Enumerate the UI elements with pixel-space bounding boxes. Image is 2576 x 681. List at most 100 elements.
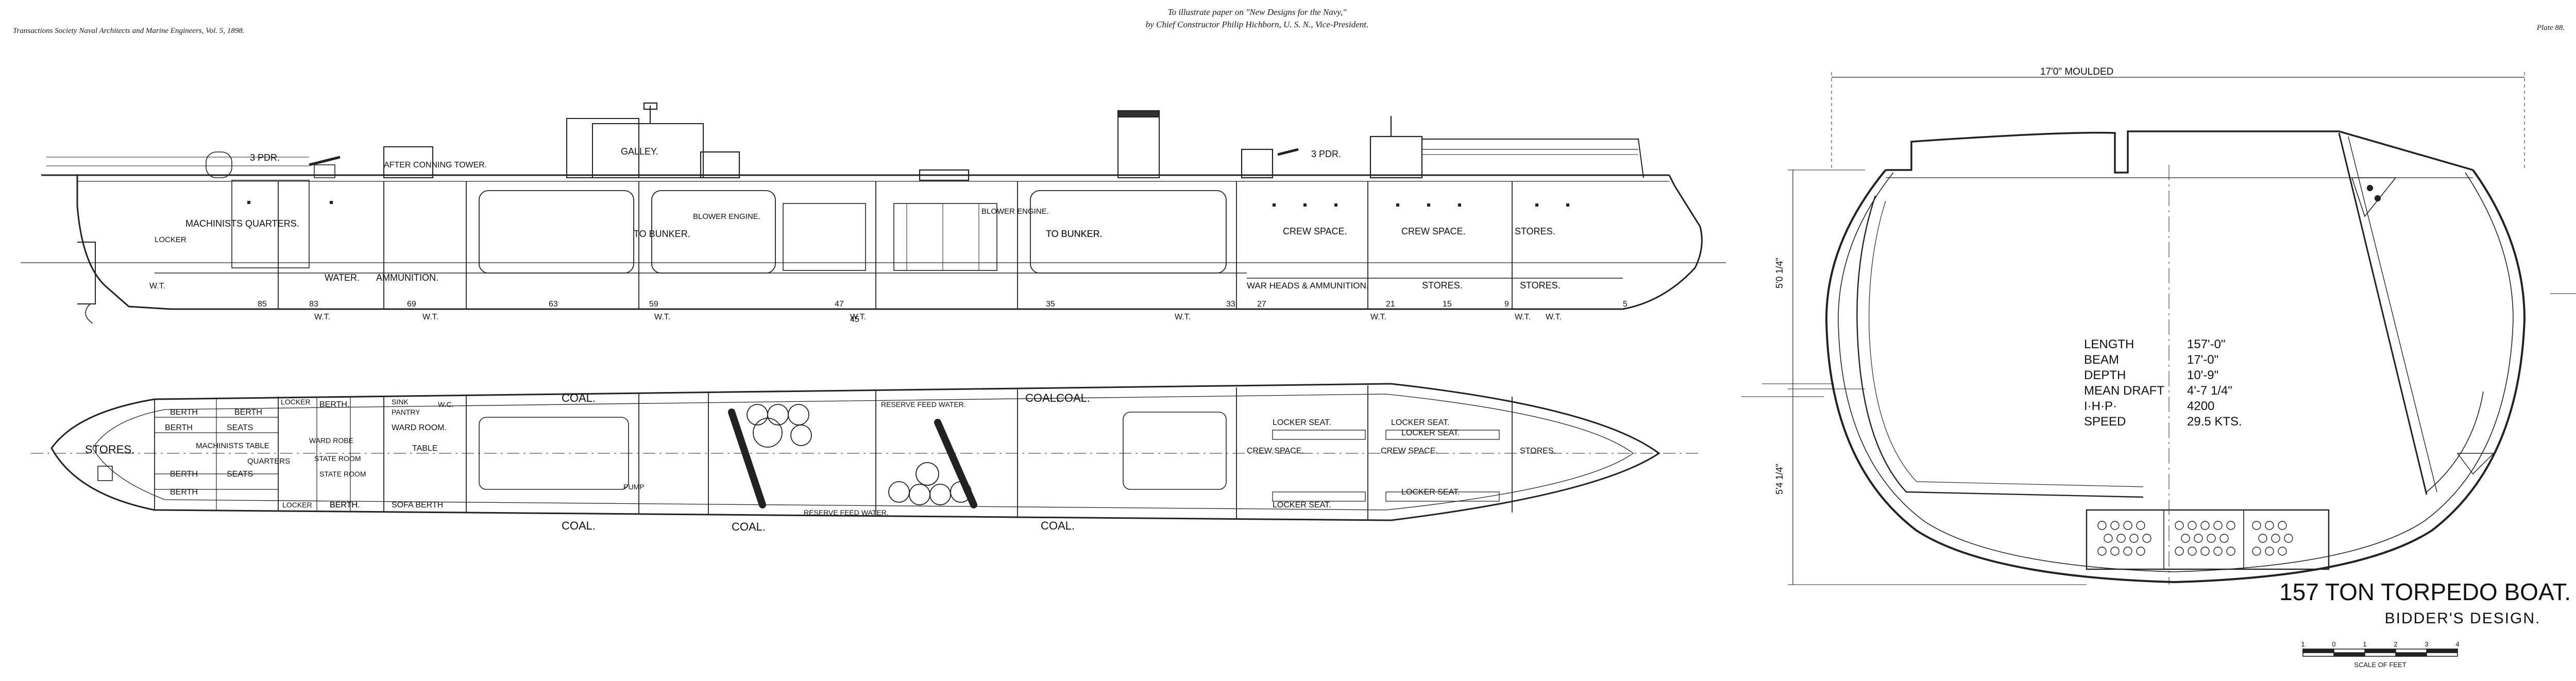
aft-3pdr-gun [309, 156, 341, 166]
profile-label: CREW SPACE. [1401, 226, 1466, 236]
frame-number: 69 [407, 300, 416, 309]
plan-label: BERTH [170, 408, 198, 417]
watertight-mark: W.T. [1175, 313, 1191, 321]
watertight-mark: W.T. [1546, 313, 1562, 321]
watertight-mark: W.T. [149, 282, 165, 291]
plan-label: COAL. [1056, 391, 1090, 404]
plate-number: Plate 88. [2536, 24, 2565, 32]
particulars-table: LENGTH 157'-0" BEAM 17'-0" DEPTH 10'-9" … [2084, 337, 2242, 429]
watertight-mark: W.T. [1370, 313, 1386, 321]
plan-label: SOFA BERTH [392, 501, 443, 509]
profile-label: AFTER CONNING TOWER. [384, 161, 487, 169]
plan-label: CREW SPACE. [1381, 447, 1438, 455]
plan-label: COAL. [1025, 391, 1059, 404]
plan-view [31, 383, 1700, 521]
profile-label: STORES. [1515, 226, 1555, 236]
forward-shelter [1422, 139, 1644, 178]
profile-label: STORES. [1422, 280, 1463, 291]
profile-label: TO BUNKER. [1046, 229, 1103, 239]
journal-reference: Transactions Society Naval Architects an… [13, 27, 245, 35]
profile-label: MACHINISTS QUARTERS. [185, 218, 299, 229]
aft-shaft [728, 408, 766, 508]
plan-label: PUMP [623, 483, 644, 491]
profile-label: 3 PDR. [250, 152, 280, 163]
frame-number: 5 [1623, 300, 1628, 309]
plan-label: BERTH. [319, 400, 349, 409]
caption-line-1: To illustrate paper on "New Designs for … [1167, 7, 1347, 17]
watertight-mark: W.T. [422, 313, 438, 321]
plan-label: BERTH [165, 423, 193, 432]
frame-number: 27 [1257, 300, 1266, 309]
scale-tick: 1 [2363, 640, 2366, 648]
frame-number: 47 [835, 300, 844, 309]
frame-number: 83 [309, 300, 318, 309]
profile-label: WATER. [325, 273, 360, 283]
particular-value: 29.5 KTS. [2187, 415, 2242, 429]
after-conning-tower [383, 146, 433, 178]
particular-label: I·H·P· [2084, 399, 2117, 413]
plan-label: LOCKER [282, 501, 312, 509]
plan-label: LOCKER SEAT. [1401, 429, 1460, 437]
plan-label: PANTRY [392, 408, 420, 416]
particular-value: 4'-7 1/4" [2187, 384, 2232, 398]
plan-label: STATE ROOM [314, 454, 361, 463]
frame-number: 33 [1226, 300, 1235, 309]
watertight-mark: W.T. [314, 313, 330, 321]
profile-label: BLOWER ENGINE. [981, 207, 1049, 216]
profile-label: GALLEY. [621, 146, 658, 157]
frame-number: 15 [1443, 300, 1452, 309]
frame-number: 9 [1504, 300, 1509, 309]
plan-label: STORES. [1520, 447, 1556, 455]
plan-label: BERTH [330, 501, 358, 509]
profile-label: AMMUNITION. [376, 273, 438, 283]
scale-tick: 2 [2394, 640, 2397, 648]
plan-label: QUARTERS [247, 457, 290, 466]
plate-caption: To illustrate paper on "New Designs for … [1051, 6, 1463, 31]
scale-tick: 4 [2455, 640, 2459, 648]
watertight-mark: W.T. [1515, 313, 1531, 321]
plan-label: WARD ROOM. [392, 423, 447, 432]
fwd-3pdr-gun [1277, 148, 1299, 156]
aft-boiler [479, 190, 634, 274]
plan-label: COAL. [562, 519, 596, 532]
galley-house [592, 123, 704, 178]
profile-label: TO BUNKER. [634, 229, 690, 239]
scale-caption: SCALE OF FEET [2354, 661, 2406, 669]
profile-label: WAR HEADS & AMMUNITION. [1247, 281, 1368, 291]
plan-label: LOCKER [281, 398, 311, 406]
particular-label: MEAN DRAFT [2084, 384, 2164, 398]
upper-depth-label: 5'0 1/4" [1774, 258, 1785, 288]
lightening-holes [2097, 521, 2293, 556]
frame-number: 85 [258, 300, 267, 309]
forward-shaft [934, 419, 977, 508]
plan-label: STATE ROOM [319, 470, 366, 478]
profile-view [21, 102, 1726, 324]
plan-label: BERTH [234, 408, 262, 417]
plan-label: COAL. [732, 520, 766, 533]
frame-number: 63 [549, 300, 558, 309]
plan-label: RESERVE FEED WATER. [804, 508, 889, 517]
particular-value: 157'-0" [2187, 337, 2225, 351]
particular-value: 17'-0" [2187, 353, 2218, 367]
watertight-mark: W.T. [850, 313, 866, 321]
plan-label: W.C. [438, 400, 453, 408]
plan-label: LOCKER SEAT. [1401, 488, 1460, 497]
profile-label: TO BUNKER. [1046, 229, 1103, 239]
particular-label: BEAM [2084, 353, 2119, 367]
plan-label: COAL. [1041, 519, 1075, 532]
drawing-title: 157 TON TORPEDO BOAT. [2279, 578, 2571, 605]
frame-number: 21 [1386, 300, 1395, 309]
caption-line-2: by Chief Constructor Philip Hichborn, U.… [1145, 20, 1369, 29]
scale-bar [2302, 649, 2458, 657]
forward-boiler [1030, 190, 1227, 274]
lower-depth-label: 5'4 1/4" [1774, 464, 1785, 495]
plan-label: TABLE [412, 444, 438, 453]
plan-label: BERTH [170, 488, 198, 497]
profile-label: LOCKER [155, 235, 187, 244]
plan-label: SINK [392, 398, 409, 406]
scale-tick: 3 [2425, 640, 2428, 648]
plan-label: LOCKER SEAT. [1273, 418, 1331, 427]
beam-moulded-label: 17'0" MOULDED [2040, 66, 2113, 77]
midship-section [1741, 72, 2576, 585]
plan-label: MACHINISTS TABLE [196, 441, 269, 450]
